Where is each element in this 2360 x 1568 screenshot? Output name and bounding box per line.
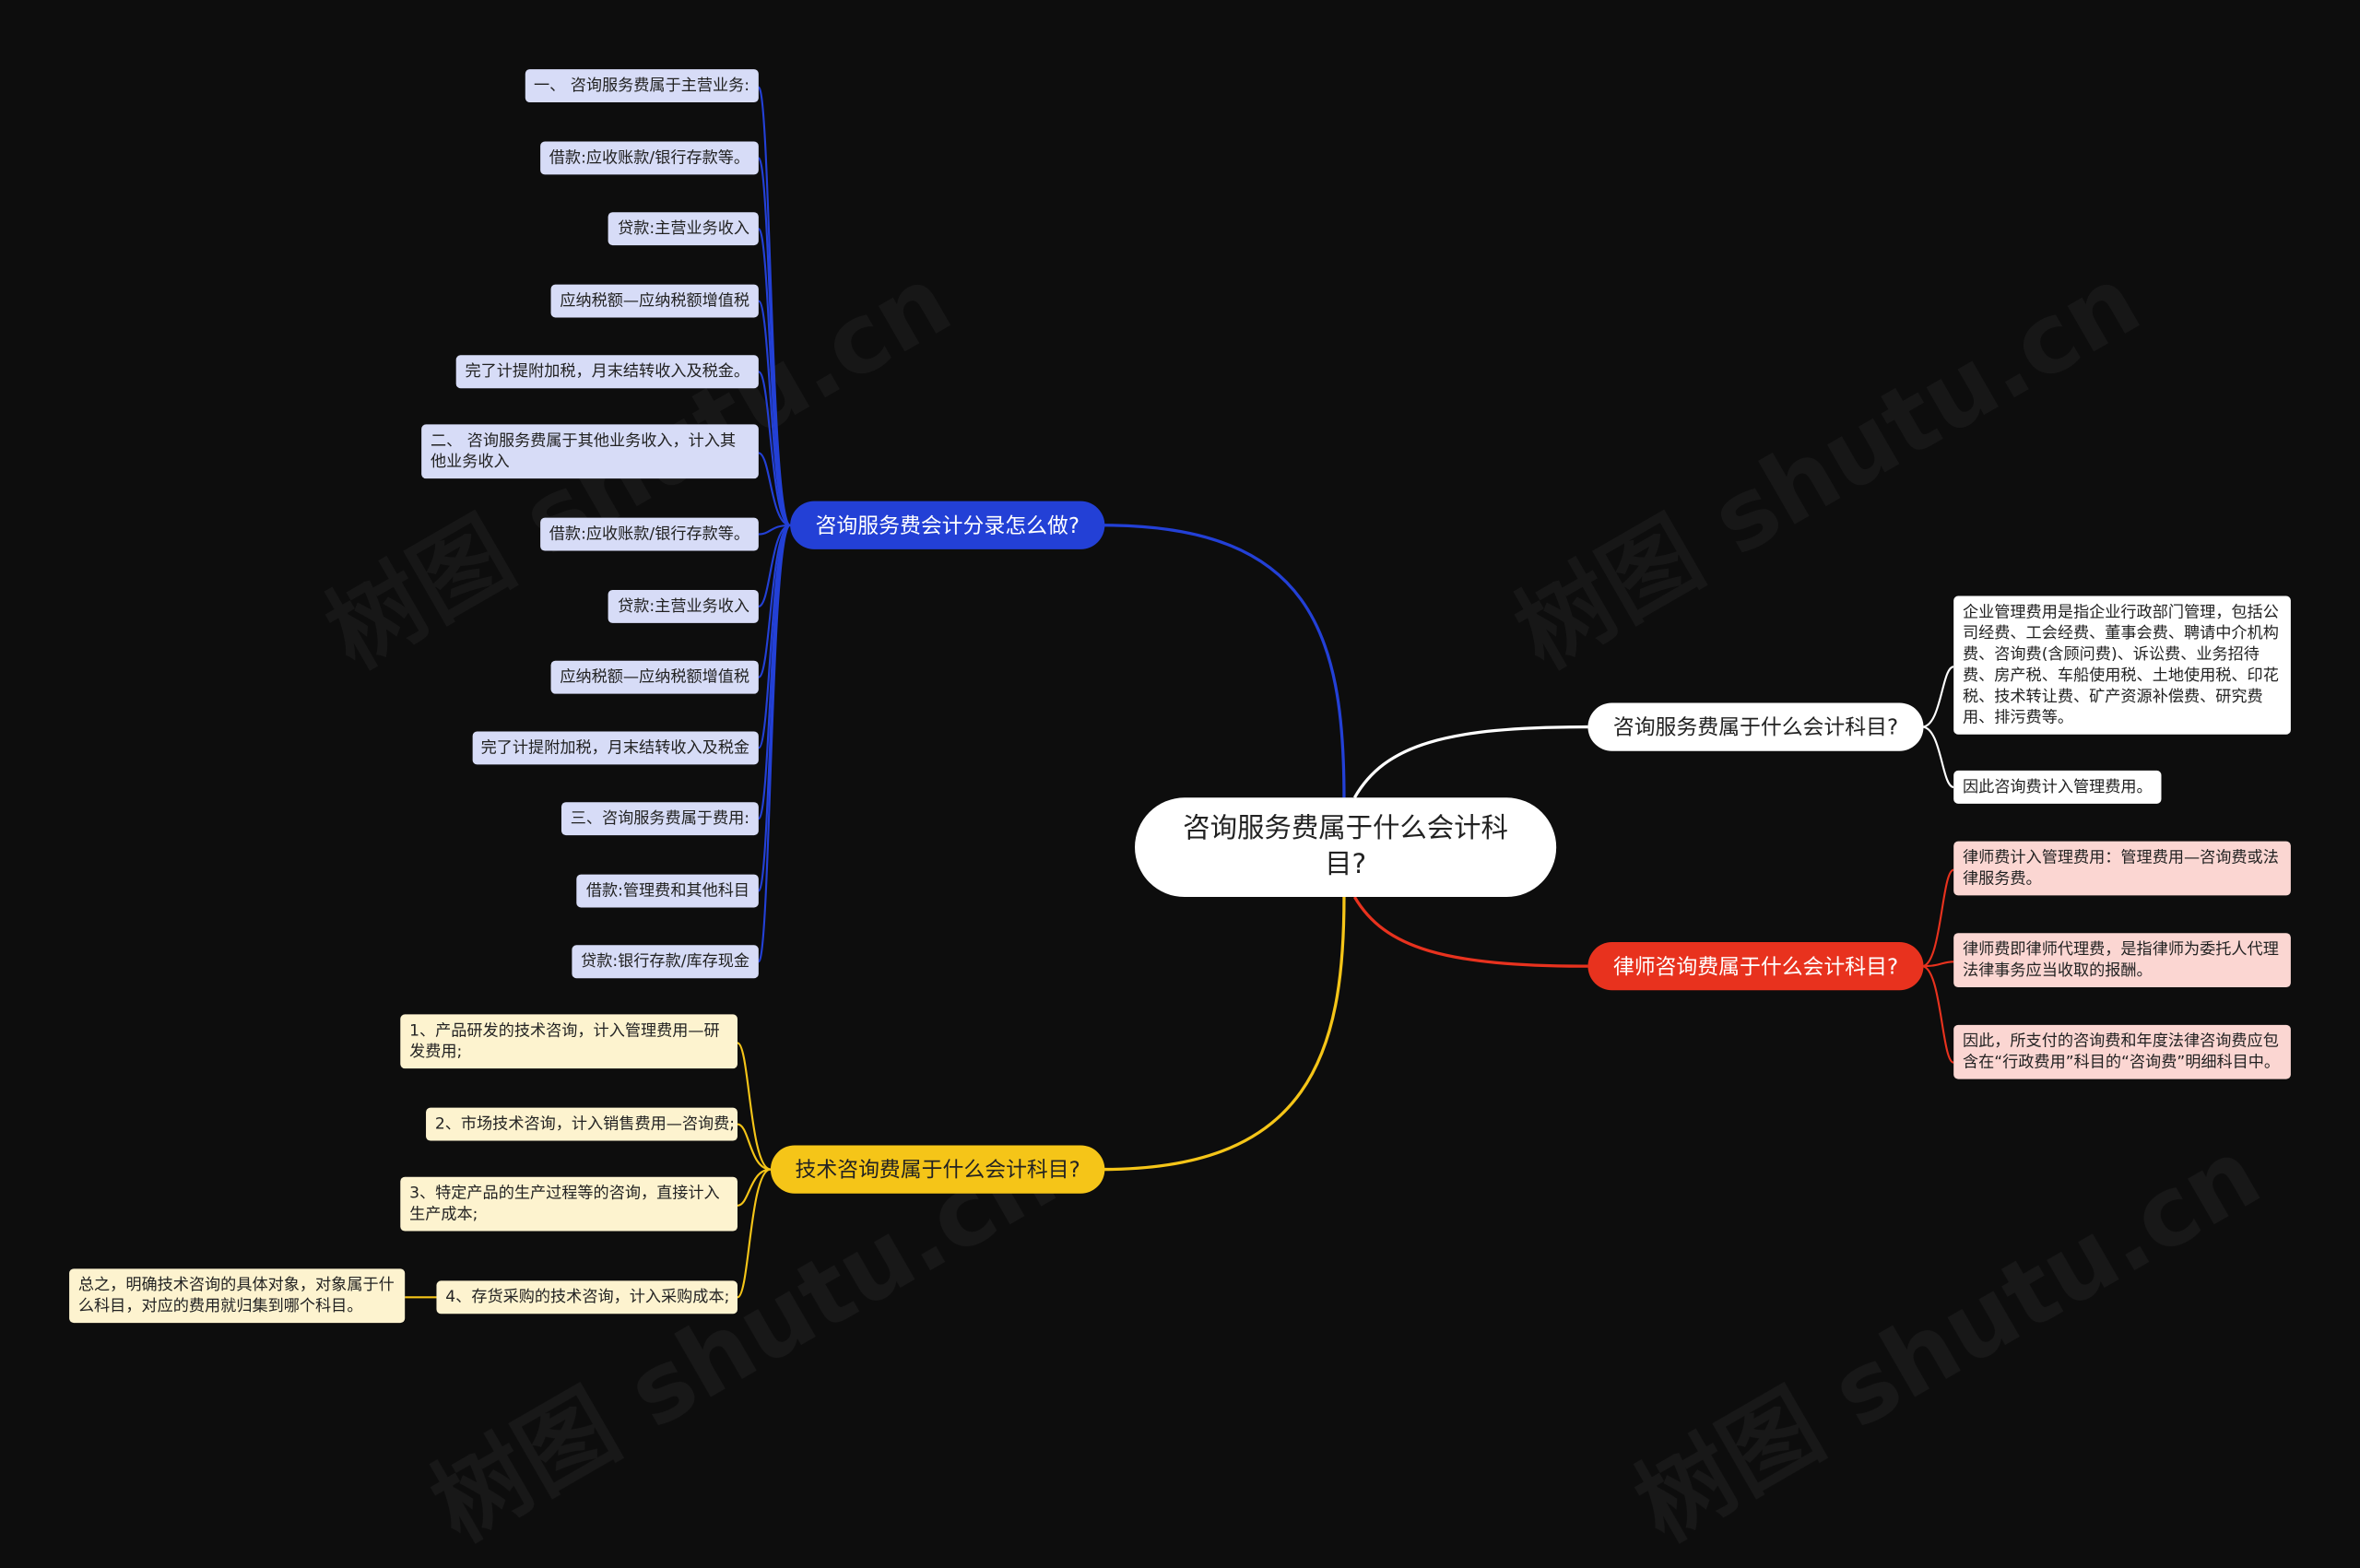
red-leaf-connectors xyxy=(1921,868,1954,1064)
leaf-yellow-summary[interactable]: 总之，明确技术咨询的具体对象，对象属于什么科目，对应的费用就归集到哪个科目。 xyxy=(69,1268,406,1324)
connector-blue-branch xyxy=(1103,524,1346,798)
leaf-blue-8[interactable]: 贷款:主营业务收入 xyxy=(608,589,759,623)
connector-yellow-branch xyxy=(1103,897,1346,1172)
leaf-red-1[interactable]: 律师费计入管理费用：管理费用—咨询费或法律服务费。 xyxy=(1953,841,2291,896)
branch-consulting-fee-account[interactable]: 咨询服务费属于什么会计科目? xyxy=(1587,702,1924,751)
leaf-blue-2[interactable]: 借款:应收账款/银行存款等。 xyxy=(539,141,759,175)
leaf-blue-9[interactable]: 应纳税额—应纳税额增值税 xyxy=(550,660,759,694)
leaf-yellow-2[interactable]: 2、市场技术咨询，计入销售费用—咨询费; xyxy=(426,1107,738,1141)
connector-red-branch xyxy=(1352,896,1588,968)
leaf-blue-5[interactable]: 完了计提附加税，月末结转收入及税金。 xyxy=(455,355,759,389)
leaf-blue-6[interactable]: 二、 咨询服务费属于其他业务收入，计入其他业务收入 xyxy=(421,424,759,479)
mindmap-canvas: 树图 shutu.cn 树图 shutu.cn 树图 shutu.cn 树图 s… xyxy=(69,69,2291,1563)
leaf-yellow-1[interactable]: 1、产品研发的技术咨询，计入管理费用—研发费用; xyxy=(400,1014,738,1069)
leaf-blue-4[interactable]: 应纳税额—应纳税额增值税 xyxy=(550,284,759,318)
leaf-blue-1[interactable]: 一、 咨询服务费属于主营业务: xyxy=(525,69,759,103)
leaf-blue-3[interactable]: 贷款:主营业务收入 xyxy=(608,212,759,246)
yellow-leaf-connectors xyxy=(405,1042,772,1299)
root-topic[interactable]: 咨询服务费属于什么会计科目? xyxy=(1135,797,1557,898)
leaf-white-1[interactable]: 企业管理费用是指企业行政部门管理，包括公司经费、工会经费、董事会费、聘请中介机构… xyxy=(1953,595,2291,735)
leaf-blue-7[interactable]: 借款:应收账款/银行存款等。 xyxy=(539,517,759,551)
connector-white-branch xyxy=(1352,725,1588,799)
branch-lawyer-fee-account[interactable]: 律师咨询费属于什么会计科目? xyxy=(1587,942,1924,991)
leaf-blue-12[interactable]: 借款:管理费和其他科目 xyxy=(577,874,759,908)
leaf-red-2[interactable]: 律师费即律师代理费，是指律师为委托人代理法律事务应当收取的报酬。 xyxy=(1953,933,2291,988)
leaf-blue-11[interactable]: 三、咨询服务费属于费用: xyxy=(560,802,759,836)
branch-accounting-entries[interactable]: 咨询服务费会计分录怎么做? xyxy=(790,501,1105,549)
leaf-yellow-3[interactable]: 3、特定产品的生产过程等的咨询，直接计入生产成本; xyxy=(400,1176,738,1232)
leaf-yellow-4[interactable]: 4、存货采购的技术咨询，计入采购成本; xyxy=(436,1280,738,1315)
leaf-white-2[interactable]: 因此咨询费计入管理费用。 xyxy=(1953,770,2162,804)
leaf-blue-13[interactable]: 贷款:银行存款/库存现金 xyxy=(572,945,759,979)
white-leaf-connectors xyxy=(1921,666,1954,788)
connector-lines xyxy=(405,86,1954,1299)
blue-leaf-connectors xyxy=(757,86,792,963)
branch-technical-consulting[interactable]: 技术咨询费属于什么会计科目? xyxy=(770,1145,1105,1194)
leaf-red-3[interactable]: 因此，所支付的咨询费和年度法律咨询费应包含在“行政费用”科目的“咨询费”明细科目… xyxy=(1953,1024,2291,1079)
leaf-blue-10[interactable]: 完了计提附加税，月末结转收入及税金 xyxy=(471,731,759,765)
